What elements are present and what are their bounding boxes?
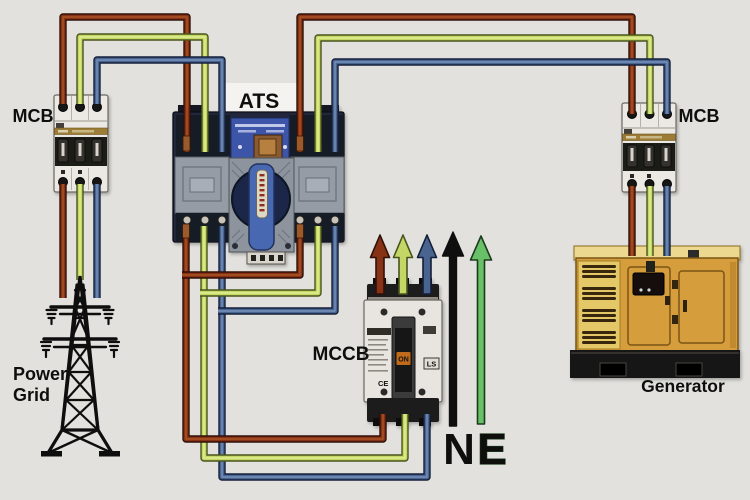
neutral-arrow — [441, 231, 465, 427]
label-mark — [624, 129, 632, 134]
mcb-right-breaker — [621, 102, 677, 193]
wires-ats-to-mcb-right — [300, 17, 667, 152]
ats-label-plate — [223, 83, 303, 115]
mccb-logo-box — [423, 357, 440, 370]
mccb-brand-logo: LS — [427, 360, 437, 369]
vent-slats — [582, 265, 616, 344]
tower-foot — [41, 451, 62, 457]
mcb-right-label: MCB — [679, 106, 720, 126]
label-mark — [56, 123, 64, 128]
tower-foot — [99, 451, 120, 457]
load-output-arrows — [369, 231, 493, 427]
tower-lattice — [60, 288, 100, 432]
earth-label: E — [477, 425, 506, 474]
mccb-fine-print — [368, 339, 388, 372]
on-indicator — [396, 352, 411, 365]
mccb-label: MCCB — [313, 344, 370, 365]
phase1-arrow — [369, 234, 391, 295]
transmission-tower-icon — [39, 275, 121, 457]
phase3-arrow — [416, 234, 438, 295]
wire-gen-phase2 — [318, 38, 650, 152]
mccb-brand-strip — [367, 328, 391, 335]
breaker-toggles — [626, 144, 672, 168]
control-panel-window — [632, 272, 665, 296]
forklift-slot — [675, 362, 703, 377]
generator-label: Generator — [641, 376, 725, 396]
breaker-toggles — [57, 138, 103, 163]
neutral-label: N — [443, 425, 475, 474]
mcb-left-breaker — [53, 94, 109, 193]
indicator-ticks — [259, 174, 265, 212]
mccb-breaker: ON CE LS — [363, 278, 443, 426]
cable-lugs — [182, 135, 304, 239]
mcb-left-label: MCB — [13, 106, 54, 126]
mccb-toggle-label: ON — [398, 357, 409, 364]
generator-door-right — [678, 270, 725, 344]
generator-base — [570, 350, 740, 378]
plate-hatching — [231, 161, 291, 247]
forklift-slot — [599, 362, 627, 377]
power-grid-label-line2: Grid — [13, 385, 50, 405]
earth-arrow — [469, 235, 493, 425]
ats-label: ATS — [239, 90, 279, 113]
generator-vent-panel — [577, 260, 621, 350]
wire-gen-phase3 — [335, 62, 667, 152]
mccb-cert-mark: CE — [378, 379, 388, 388]
tower-insulators — [39, 308, 121, 359]
generator — [570, 245, 741, 378]
phase2-arrow — [392, 234, 414, 295]
ats-aux-terminal-strip — [246, 251, 286, 265]
power-grid-label-line1: Power — [13, 364, 67, 384]
